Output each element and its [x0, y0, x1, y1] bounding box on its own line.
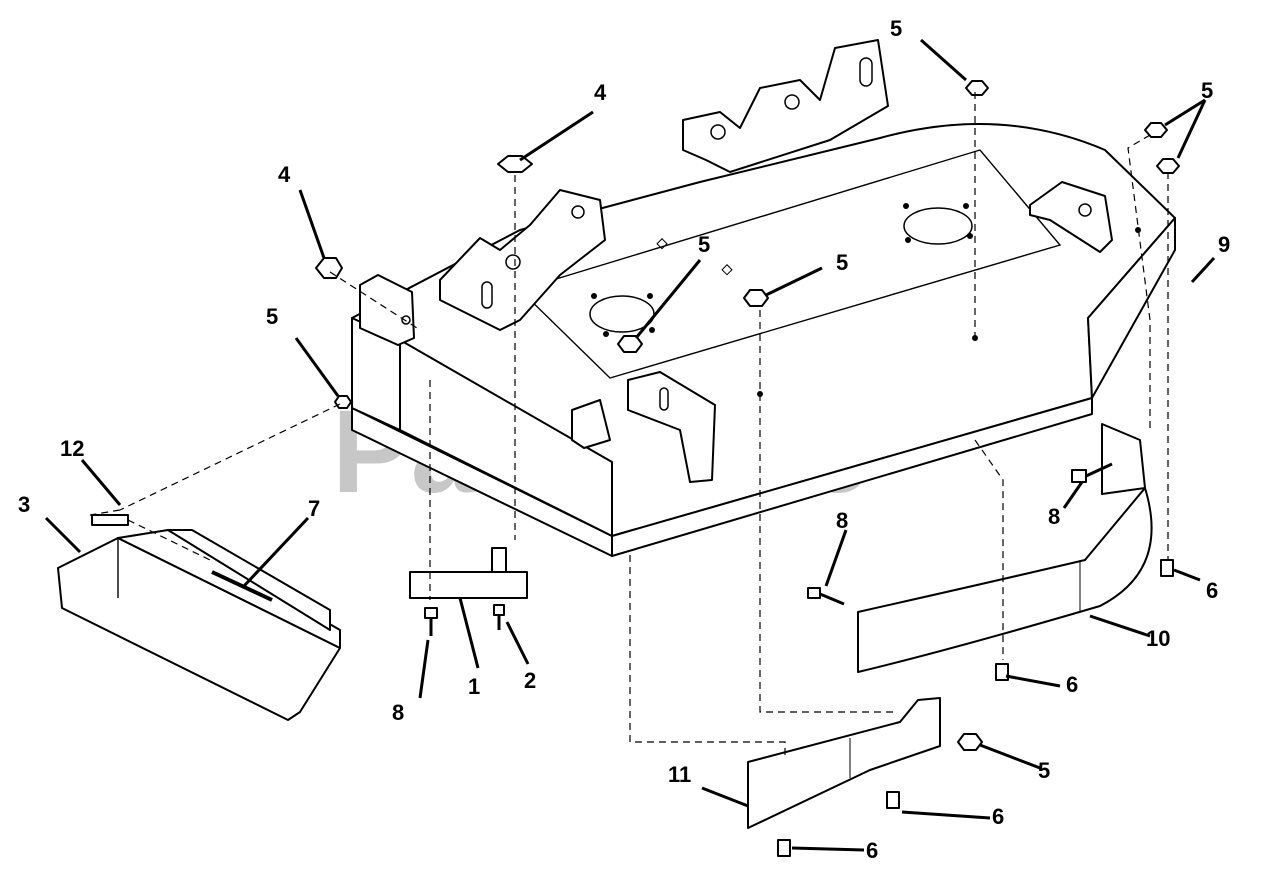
- callout-4: 4: [278, 162, 291, 187]
- callout-6: 6: [992, 804, 1004, 829]
- callout-12: 12: [60, 436, 84, 461]
- callout-8: 8: [836, 508, 848, 533]
- callout-5: 5: [890, 16, 902, 41]
- callout-6: 6: [1206, 578, 1218, 603]
- discharge-chute: [57, 514, 341, 721]
- callout-11: 11: [668, 762, 691, 787]
- callout-4: 4: [594, 80, 607, 105]
- callout-10: 10: [1146, 626, 1170, 651]
- callout-5: 5: [1038, 758, 1050, 783]
- callout-5: 5: [698, 232, 710, 257]
- callout-5: 5: [836, 250, 848, 275]
- callout-1: 1: [468, 674, 480, 699]
- callout-7: 7: [308, 496, 320, 521]
- callout-5: 5: [1201, 78, 1213, 103]
- bolts: [777, 462, 1174, 857]
- callout-8: 8: [392, 700, 404, 725]
- callout-6: 6: [1066, 672, 1078, 697]
- callout-5: 5: [266, 304, 278, 329]
- lift-brackets: [359, 39, 1113, 483]
- nuts: [315, 80, 1180, 751]
- bracket-part-1: [409, 547, 528, 636]
- leader-lines: [44, 38, 1216, 852]
- callout-labels: 5 4 5 4 5 5 5 9 12 3 7 8 1 2 8 8 6 10 6 …: [18, 16, 1230, 863]
- baffle-part-10: [857, 423, 1153, 673]
- assembly-lines: [89, 92, 1169, 760]
- callout-8: 8: [1048, 504, 1060, 529]
- callout-6: 6: [866, 838, 878, 863]
- callout-9: 9: [1218, 232, 1230, 257]
- baffle-part-11: [747, 697, 941, 829]
- callout-3: 3: [18, 492, 30, 517]
- callout-2: 2: [524, 668, 536, 693]
